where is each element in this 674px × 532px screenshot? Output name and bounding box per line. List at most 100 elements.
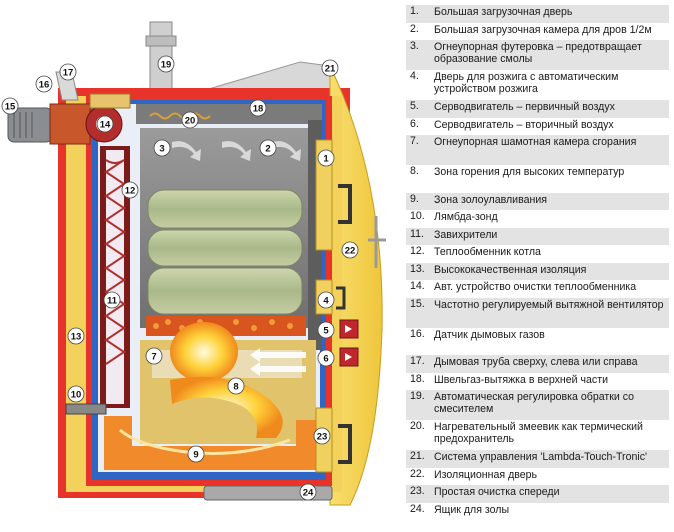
door-handle-mid <box>336 286 346 310</box>
chamber-flow-arrows <box>172 141 301 161</box>
exhaust-fan-assembly <box>7 71 131 145</box>
callout-label: 11 <box>107 295 118 306</box>
legend-item: 5. Серводвигатель – первичный воздух <box>406 100 669 118</box>
legend-number: 4. <box>410 70 419 82</box>
callout-19: 19 <box>157 55 175 73</box>
heating-coil <box>149 112 211 120</box>
legend-item: 24.Ящик для золы <box>406 503 669 521</box>
legend-text: Автоматическая регулировка обратки со см… <box>434 391 635 416</box>
legend-number: 23. <box>410 485 425 497</box>
legend-number: 2. <box>410 22 419 35</box>
legend-item: 14. Авт. устройство очистки теплообменник… <box>406 280 669 298</box>
legend-number: 9. <box>410 192 419 205</box>
callout-label: 2 <box>265 143 270 154</box>
callout-label: 7 <box>151 351 156 362</box>
callout-label: 19 <box>161 59 172 70</box>
legend-item: 20. Нагревательный змеевик как термически… <box>406 420 669 450</box>
callout-10: 10 <box>67 385 85 403</box>
callout-16: 16 <box>35 75 53 93</box>
ash-flow-arrows <box>119 428 291 455</box>
ash-channel <box>104 416 318 470</box>
callout-7: 7 <box>145 347 163 365</box>
legend-number: 10. <box>410 210 425 222</box>
callout-label: 12 <box>125 185 136 196</box>
legend-item: 11. Завихрители <box>406 227 669 245</box>
legend-item: 18.Швельгаз-вытяжка в верхней части <box>406 373 669 391</box>
legend-text: Нагревательный змеевик как термический п… <box>434 421 643 446</box>
callout-4: 4 <box>317 291 335 309</box>
legend-text: Дверь для розжига с автоматическим устро… <box>434 71 619 96</box>
legend-number: 5. <box>410 100 419 112</box>
callout-21: 21 <box>321 59 339 77</box>
callout-label: 18 <box>253 103 264 114</box>
legend-number: 16. <box>410 327 425 340</box>
legend-item: 22.Изоляционная дверь <box>406 468 669 486</box>
legend-item: 13.Высококачественная изоляция <box>406 262 669 280</box>
callout-label: 4 <box>323 295 329 306</box>
legend-item: 1.Большая загрузочная дверь <box>406 5 669 23</box>
callout-label: 6 <box>323 353 328 364</box>
callout-label: 22 <box>345 245 356 256</box>
callout-label: 24 <box>303 487 314 498</box>
legend-item: 7.Огнеупорная шамотная камера сгорания <box>406 135 669 165</box>
legend-number: 17. <box>410 355 425 367</box>
callout-label: 10 <box>71 389 82 400</box>
callout-23: 23 <box>313 427 331 445</box>
loading-door <box>315 139 333 251</box>
callout-label: 23 <box>317 431 328 442</box>
door-handle-bottom <box>338 424 352 464</box>
legend-text: Огнеупорная шамотная камера сгорания <box>434 136 637 148</box>
callout-17: 17 <box>59 63 77 81</box>
callout-8: 8 <box>227 377 245 395</box>
callout-label: 17 <box>63 67 74 78</box>
door-handle-top <box>338 184 352 224</box>
callout-22: 22 <box>341 241 359 259</box>
callout-24: 24 <box>299 483 317 501</box>
legend-number: 21. <box>410 450 425 462</box>
legend-text: Серводвигатель – первичный воздух <box>434 101 615 113</box>
legend-item: 3. Огнеупорная футеровка – предотвращает … <box>406 40 669 70</box>
callout-label: 5 <box>323 325 329 336</box>
callout-label: 9 <box>193 449 198 460</box>
legend-text: Зона золоулавливания <box>434 193 547 206</box>
callout-20: 20 <box>181 111 199 129</box>
legend-text: Простая очистка спереди <box>434 486 560 498</box>
legend-text: Завихрители <box>434 228 498 241</box>
callout-3: 3 <box>153 139 171 157</box>
callout-label: 1 <box>323 153 329 164</box>
smoke-gas-channel <box>136 104 322 124</box>
legend-item: 23. Простая очистка спереди <box>406 485 669 503</box>
legend-item: 6.Серводвигатель – вторичный воздух <box>406 118 669 136</box>
legend-text: Огнеупорная футеровка – предотвращает об… <box>434 41 642 66</box>
legend-number: 20. <box>410 420 425 432</box>
wood-logs <box>147 189 303 315</box>
legend-number: 15. <box>410 297 425 310</box>
legend-text: Лямбда-зонд <box>434 211 498 223</box>
callout-label: 8 <box>233 381 238 392</box>
legend-text: Авт. устройство очистки теплообменника <box>434 281 637 293</box>
callout-label: 15 <box>5 101 16 112</box>
turbulator-spirals <box>104 159 126 365</box>
legend-number: 12. <box>410 245 425 257</box>
callout-15: 15 <box>1 97 19 115</box>
legend-item: 16.Датчик дымовых газов <box>406 328 669 346</box>
legend-item: 2.Большая загрузочная камера для дров 1/… <box>406 23 669 41</box>
legend-number: 3. <box>410 40 419 52</box>
legend-text: Ящик для золы <box>434 503 510 516</box>
callout-label: 13 <box>71 331 82 342</box>
legend-item: 12. Теплообменник котла <box>406 245 669 263</box>
legend-number: 14. <box>410 280 425 292</box>
legend-item: 10. Лямбда-зонд <box>406 210 669 228</box>
legend-item: 4. Дверь для розжига с автоматическим уст… <box>406 70 669 100</box>
legend-text: Швельгаз-вытяжка в верхней части <box>434 373 608 386</box>
side-insulation-panel <box>329 65 383 506</box>
legend-text: Серводвигатель – вторичный воздух <box>434 118 614 131</box>
callout-label: 3 <box>159 143 164 154</box>
legend-number: 11. <box>410 227 424 240</box>
callout-6: 6 <box>317 349 335 367</box>
legend-item: 8.Зона горения для высоких температур <box>406 165 669 183</box>
legend-number: 1. <box>410 5 419 17</box>
legend-text: Теплообменник котла <box>434 246 541 258</box>
